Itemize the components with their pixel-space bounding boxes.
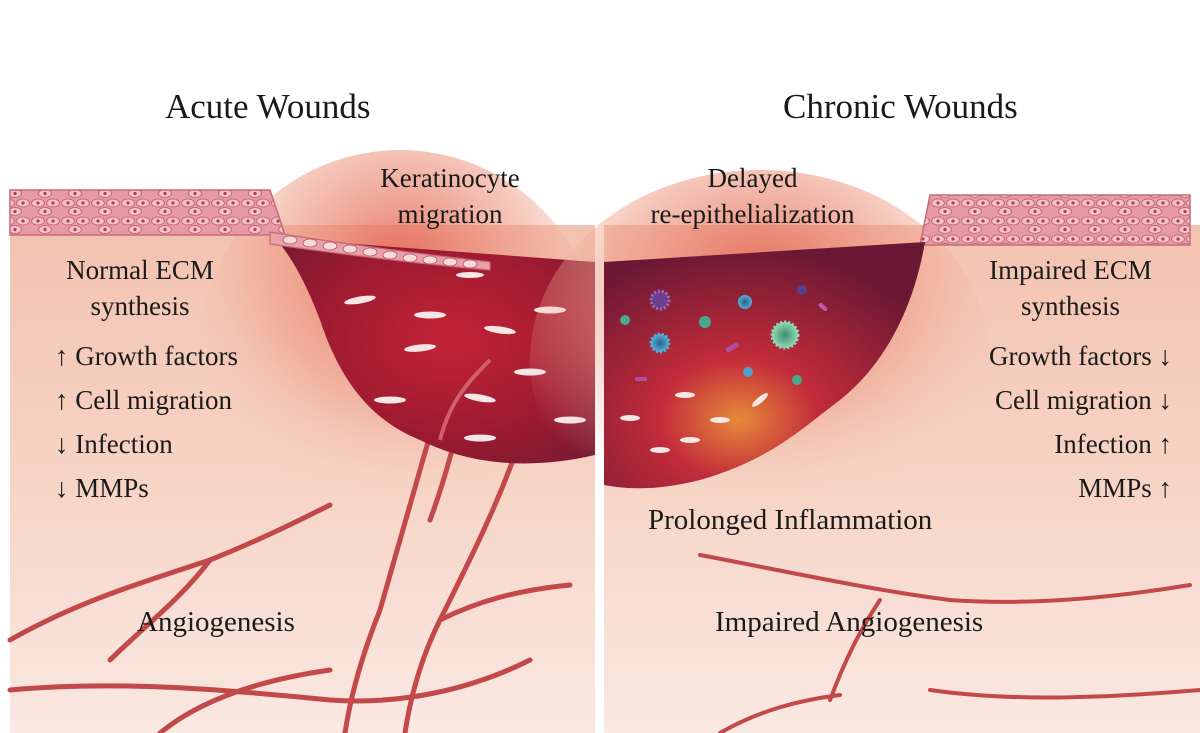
chronic-factor-mmps: MMPs ↑	[1078, 473, 1172, 503]
impaired-ecm-line-1: Impaired ECM	[989, 255, 1152, 285]
acute-factor-infection: ↓ Infection	[55, 429, 173, 459]
chronic-blood-vessels	[698, 553, 1200, 733]
angiogenesis-label: Angiogenesis	[137, 606, 295, 638]
acute-wounds-title: Acute Wounds	[165, 87, 371, 126]
chronic-factor-list: Growth factors ↓ Cell migration ↓ Infect…	[940, 334, 1172, 510]
chronic-bacteria	[620, 285, 828, 385]
chronic-fibroblasts	[620, 392, 768, 453]
chronic-panel	[530, 170, 1200, 733]
acute-blood-vessels	[7, 377, 573, 733]
acute-factor-mmps: ↓ MMPs	[55, 473, 149, 503]
keratinocyte-migration-line-1: Keratinocyte	[380, 163, 520, 193]
chronic-factor-growth-factors: Growth factors ↓	[989, 341, 1172, 371]
normal-ecm-line-1: Normal ECM	[66, 255, 214, 285]
delayed-reepithelialization-label: Delayed re-epithelialization	[630, 160, 875, 232]
delayed-reepithelialization-line-1: Delayed	[707, 163, 798, 193]
keratinocyte-migration-line-2: migration	[397, 199, 503, 229]
normal-ecm-line-2: synthesis	[90, 291, 190, 321]
acute-factor-cell-migration: ↑ Cell migration	[55, 385, 232, 415]
impaired-ecm-line-2: synthesis	[1020, 291, 1120, 321]
acute-factor-growth-factors: ↑ Growth factors	[55, 341, 238, 371]
chronic-factor-infection: Infection ↑	[1054, 429, 1172, 459]
keratinocyte-migration-label: Keratinocyte migration	[355, 160, 545, 232]
impaired-ecm-synthesis-label: Impaired ECM synthesis	[963, 252, 1178, 324]
acute-factor-list: ↑ Growth factors ↑ Cell migration ↓ Infe…	[55, 334, 238, 510]
delayed-reepithelialization-line-2: re-epithelialization	[650, 199, 855, 229]
chronic-factor-cell-migration: Cell migration ↓	[995, 385, 1172, 415]
prolonged-inflammation-label: Prolonged Inflammation	[648, 504, 933, 536]
acute-panel	[7, 150, 600, 733]
panel-divider	[596, 262, 604, 733]
normal-ecm-synthesis-label: Normal ECM synthesis	[45, 252, 235, 324]
chronic-wounds-title: Chronic Wounds	[783, 87, 1018, 126]
impaired-angiogenesis-label: Impaired Angiogenesis	[715, 606, 984, 638]
